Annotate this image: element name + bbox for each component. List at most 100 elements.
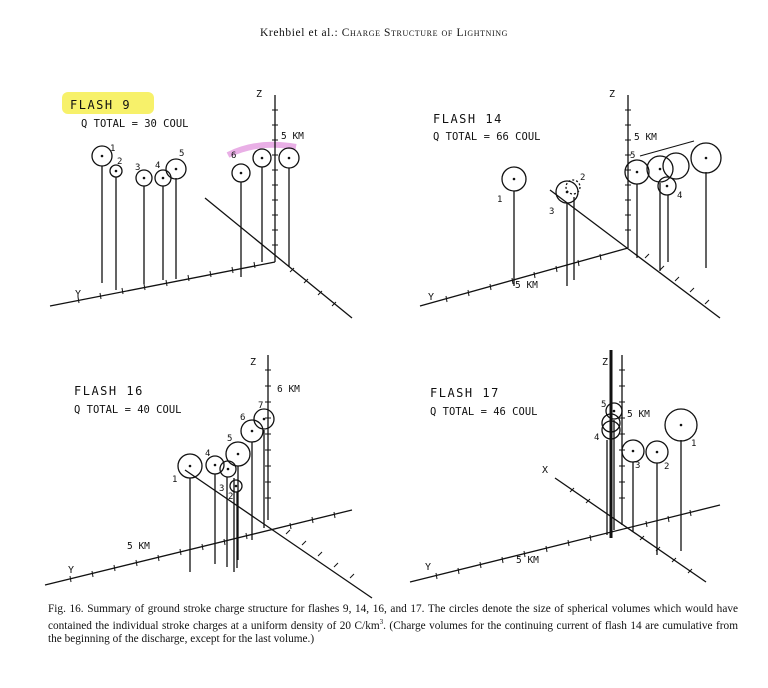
flash-17-x-label: X (542, 465, 548, 476)
flash-16-scale-top: 6 KM (277, 384, 300, 395)
flash-9-x-axis (204, 197, 353, 319)
flash-17-x-axis (554, 477, 707, 583)
flash-17-label-1: 1 (691, 439, 696, 449)
flash-16-volume-5 (225, 441, 251, 467)
flash-9-charge-volumes (91, 145, 300, 187)
flash-17-z-label: Z (602, 357, 608, 368)
running-header: Krehbiel et al.: Charge Structure of Lig… (0, 27, 768, 39)
flash-9-y-axis (49, 261, 276, 307)
flash-17-volume-4b (601, 413, 621, 433)
flash-14-label-3: 3 (549, 207, 554, 217)
flash-14-title: FLASH 14 (433, 112, 503, 126)
flash-16-y-label: Y (68, 565, 74, 576)
header-authors: Krehbiel et al.: (260, 27, 339, 39)
flash-14-y-axis (419, 247, 629, 307)
flash-14-strokes (513, 172, 707, 286)
flash-14-volume-arrow (639, 140, 695, 157)
header-title: Charge Structure of Lightning (341, 27, 508, 39)
flash-9-qtotal: Q TOTAL = 30 COUL (81, 118, 188, 130)
flash-9-volume-6b (252, 148, 272, 168)
flash-9-z-label: Z (256, 89, 262, 100)
flash-14-z-label: Z (609, 89, 615, 100)
flash-16-charge-volumes (177, 408, 275, 493)
flash-17-volume-3 (621, 439, 645, 463)
flash-14-label-2: 2 (580, 173, 585, 183)
flash-9-strokes (101, 166, 290, 290)
flash-14-ticks (445, 109, 710, 305)
flash-17-strokes (606, 420, 682, 555)
flash-17-y-label: Y (425, 562, 431, 573)
flash-17-label-5: 5 (601, 400, 606, 410)
flash-9-label-2: 2 (117, 157, 122, 167)
flash-9-title: FLASH 9 (70, 98, 131, 112)
flash-9-label-1: 1 (110, 144, 115, 154)
flash-9-label-4: 4 (155, 161, 160, 171)
flash-17-y-axis (409, 504, 721, 583)
caption-text-part2: . (Charge volumes for the continuing cur… (48, 619, 738, 645)
flash-14-label-1: 1 (497, 195, 502, 205)
flash-14-volume-5b (646, 155, 674, 183)
caption-superscript: 3 (379, 618, 384, 626)
flash-14-center-dots (512, 156, 708, 194)
flash-16-title: FLASH 16 (74, 384, 144, 398)
flash-16-volume-6 (240, 419, 264, 443)
flash-17-volume-1 (664, 408, 698, 442)
flash-17-charge-volumes (601, 402, 698, 464)
flash-17-volume-5 (605, 402, 623, 420)
flash-14-label-4: 4 (677, 191, 682, 201)
flash-9-highlight-stroke (226, 141, 297, 158)
flash-14-qtotal: Q TOTAL = 66 COUL (433, 131, 540, 143)
flash-14-scale-top: 5 KM (634, 132, 657, 143)
flash-14-volume-2 (565, 179, 581, 195)
flash-16-center-dots (188, 417, 266, 488)
flash-9-center-dots (100, 154, 291, 180)
flash-16-qtotal: Q TOTAL = 40 COUL (74, 404, 181, 416)
flash-16-volume-7 (253, 408, 275, 430)
panel-flash-14 (419, 95, 722, 319)
panel-flash-16 (44, 355, 373, 599)
flash-9-volume-3 (135, 169, 153, 187)
flash-9-scale: 5 KM (281, 131, 304, 142)
figure-caption: Fig. 16. Summary of ground stroke charge… (48, 603, 738, 646)
flash-16-y-axis (44, 509, 353, 586)
flash-16-label-4: 4 (205, 449, 210, 459)
flash-17-scale-bottom: 5 KM (516, 555, 539, 566)
panel-flash-9 (49, 92, 353, 319)
flash-17-ticks (435, 369, 693, 580)
flash-17-volume-2 (645, 440, 669, 464)
flash-16-strokes (189, 430, 265, 572)
flash-9-volume-5 (165, 158, 187, 180)
flash-9-label-3: 3 (135, 163, 140, 173)
caption-text-part1: Fig. 16. Summary of ground stroke charge… (48, 603, 738, 632)
flash-9-volume-2 (109, 164, 123, 178)
flash-9-ticks (77, 109, 337, 307)
flash-17-qtotal: Q TOTAL = 46 COUL (430, 406, 537, 418)
flash-14-volume-last (690, 142, 722, 174)
flash-16-z-label: Z (250, 357, 256, 368)
flash-16-volume-4 (205, 455, 225, 475)
flash-9-title-highlight (62, 92, 154, 114)
flash-14-scale-bottom: 5 KM (515, 280, 538, 291)
flash-9-label-5: 5 (179, 149, 184, 159)
flash-17-title: FLASH 17 (430, 386, 500, 400)
flash-9-label-6: 6 (231, 151, 236, 161)
flash-9-volume-1 (91, 145, 113, 167)
flash-9-volume-6c (278, 147, 300, 169)
flash-16-label-5: 5 (227, 434, 232, 444)
flash-16-volume-2 (229, 479, 243, 493)
flash-14-x-axis (549, 189, 721, 319)
flash-14-charge-volumes (501, 142, 722, 204)
flash-16-label-2: 2 (228, 492, 233, 502)
panel-flash-17 (409, 350, 721, 583)
flash-17-center-dots (609, 409, 683, 454)
flash-14-volume-5c (662, 152, 690, 180)
flash-16-x-axis (184, 469, 373, 599)
flash-14-y-label: Y (428, 292, 434, 303)
flash-17-label-4: 4 (594, 433, 599, 443)
flash-17-scale-top: 5 KM (627, 409, 650, 420)
flash-16-ticks (69, 369, 355, 583)
flash-17-label-2: 2 (664, 462, 669, 472)
flash-17-label-3: 3 (635, 461, 640, 471)
flash-17-volume-4 (601, 420, 621, 440)
